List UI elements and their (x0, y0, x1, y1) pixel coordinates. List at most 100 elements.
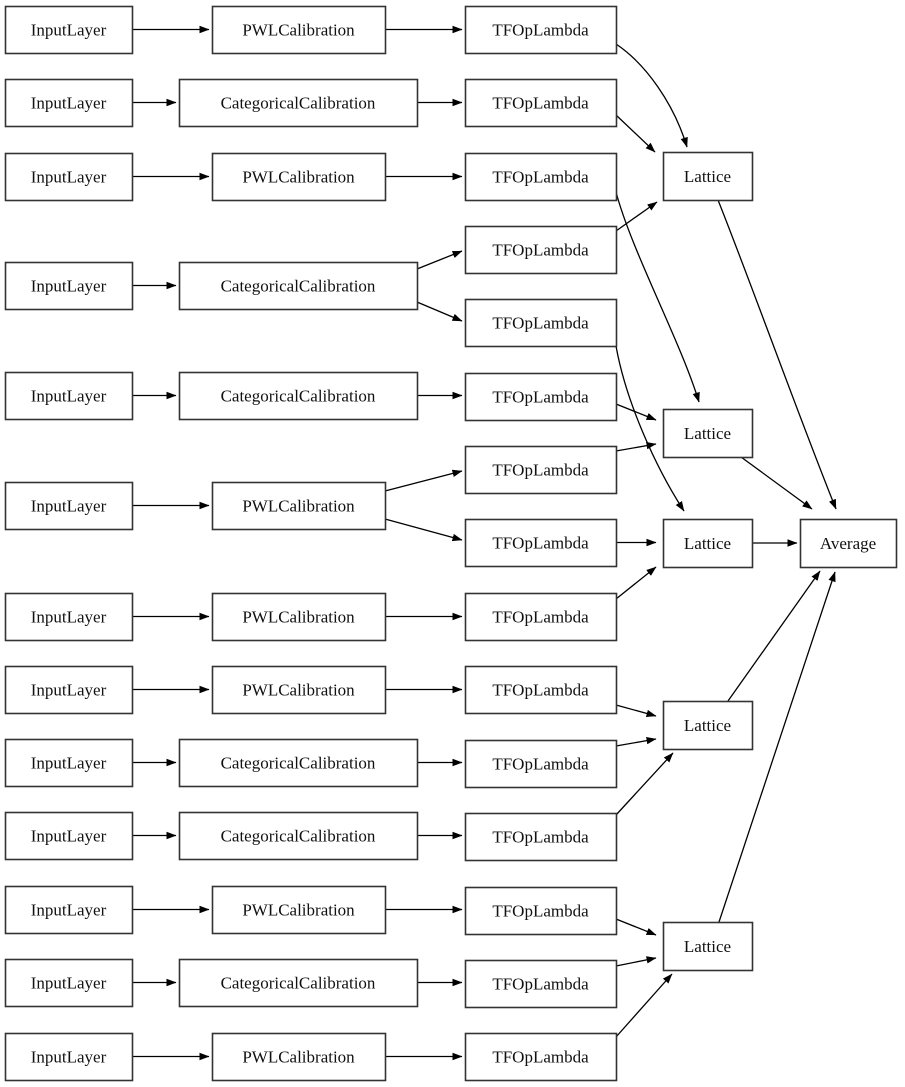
node-input-13: InputLayer (4, 1032, 134, 1082)
node-tfop-4a: TFOpLambda (464, 225, 618, 275)
node-box-tfop-4a (464, 225, 618, 275)
node-calib-2: CategoricalCalibration (178, 78, 419, 128)
node-label-lattice-4: Lattice (684, 716, 731, 735)
node-tfop-8: TFOpLambda (464, 665, 618, 715)
edge-tfop-1-to-lattice-1 (615, 43, 688, 148)
node-box-calib-6 (211, 481, 387, 531)
node-label-input-9: InputLayer (31, 754, 107, 773)
node-tfop-2: TFOpLambda (464, 78, 618, 128)
node-box-calib-8 (211, 665, 387, 715)
node-box-input-11 (4, 885, 134, 935)
node-label-tfop-8: TFOpLambda (492, 681, 589, 700)
node-label-calib-11: PWLCalibration (242, 901, 355, 920)
node-box-calib-13 (211, 1032, 387, 1082)
node-label-lattice-5: Lattice (684, 937, 731, 956)
node-calib-8: PWLCalibration (211, 665, 387, 715)
node-label-input-12: InputLayer (31, 974, 107, 993)
node-input-1: InputLayer (4, 5, 134, 55)
edge-tfop-9-to-lattice-4 (615, 736, 657, 747)
node-box-input-4 (4, 261, 134, 311)
edge-tfop-4a-to-lattice-1 (615, 201, 658, 232)
node-label-calib-3: PWLCalibration (242, 168, 355, 187)
node-box-calib-1 (211, 5, 387, 55)
node-lattice-1: Lattice (662, 151, 754, 202)
node-tfop-12: TFOpLambda (464, 959, 618, 1009)
node-tfop-1: TFOpLambda (464, 5, 618, 55)
node-tfop-10: TFOpLambda (464, 812, 618, 862)
node-input-12: InputLayer (4, 958, 134, 1008)
node-input-9: InputLayer (4, 738, 134, 788)
edge-tfop-13-to-lattice-5 (615, 973, 673, 1038)
node-box-input-13 (4, 1032, 134, 1082)
node-lattice-3: Lattice (662, 518, 754, 569)
node-input-3: InputLayer (4, 152, 134, 202)
node-box-tfop-11 (464, 886, 618, 936)
node-calib-4: CategoricalCalibration (178, 261, 419, 311)
node-label-tfop-6b: TFOpLambda (492, 534, 589, 553)
node-label-calib-7: PWLCalibration (242, 608, 355, 627)
edge-lattice-2-to-average (740, 456, 813, 510)
node-box-input-2 (4, 78, 134, 128)
node-box-tfop-9 (464, 739, 618, 789)
node-input-6: InputLayer (4, 481, 134, 531)
node-label-calib-6: PWLCalibration (242, 497, 355, 516)
node-box-calib-11 (211, 885, 387, 935)
node-label-tfop-5: TFOpLambda (492, 388, 589, 407)
edge-tfop-6a-to-lattice-2 (615, 441, 657, 452)
edge-tfop-11-to-lattice-5 (615, 918, 657, 936)
node-label-tfop-13: TFOpLambda (492, 1048, 589, 1067)
node-input-4: InputLayer (4, 261, 134, 311)
node-box-tfop-8 (464, 665, 618, 715)
node-calib-1: PWLCalibration (211, 5, 387, 55)
node-label-tfop-9: TFOpLambda (492, 755, 589, 774)
node-box-tfop-6a (464, 445, 618, 495)
node-box-tfop-6b (464, 518, 618, 568)
node-input-11: InputLayer (4, 885, 134, 935)
edge-calib-4-to-tfop-4b (416, 301, 463, 322)
node-box-lattice-5 (662, 921, 754, 972)
node-box-tfop-7 (464, 592, 618, 642)
node-calib-10: CategoricalCalibration (178, 811, 419, 861)
edge-tfop-8-to-lattice-4 (615, 704, 657, 718)
node-label-input-4: InputLayer (31, 277, 107, 296)
edge-lattice-4-to-average (727, 570, 821, 702)
node-label-tfop-1: TFOpLambda (492, 21, 589, 40)
node-tfop-4b: TFOpLambda (464, 298, 618, 348)
node-calib-9: CategoricalCalibration (178, 738, 419, 788)
node-calib-12: CategoricalCalibration (178, 958, 419, 1008)
node-label-lattice-3: Lattice (684, 534, 731, 553)
node-input-8: InputLayer (4, 665, 134, 715)
node-lattice-2: Lattice (662, 408, 754, 459)
node-box-input-5 (4, 371, 134, 421)
node-label-lattice-2: Lattice (684, 424, 731, 443)
node-box-calib-3 (211, 152, 387, 202)
node-label-lattice-1: Lattice (684, 167, 731, 186)
node-label-tfop-4a: TFOpLambda (492, 241, 589, 260)
node-box-lattice-2 (662, 408, 754, 459)
node-box-tfop-1 (464, 5, 618, 55)
node-box-tfop-5 (464, 372, 618, 422)
node-input-5: InputLayer (4, 371, 134, 421)
edge-tfop-12-to-lattice-5 (615, 956, 657, 967)
node-box-tfop-4b (464, 298, 618, 348)
node-label-input-8: InputLayer (31, 681, 107, 700)
node-label-calib-8: PWLCalibration (242, 681, 355, 700)
node-label-tfop-7: TFOpLambda (492, 608, 589, 627)
node-label-input-2: InputLayer (31, 94, 107, 113)
node-label-input-1: InputLayer (31, 21, 107, 40)
edge-tfop-2-to-lattice-1 (615, 114, 656, 153)
node-box-calib-4 (178, 261, 419, 311)
node-label-tfop-4b: TFOpLambda (492, 314, 589, 333)
node-box-tfop-13 (464, 1032, 618, 1082)
node-box-input-6 (4, 481, 134, 531)
node-box-lattice-4 (662, 700, 754, 751)
node-label-input-13: InputLayer (31, 1048, 107, 1067)
node-label-calib-2: CategoricalCalibration (221, 94, 376, 113)
node-calib-5: CategoricalCalibration (178, 371, 419, 421)
node-box-tfop-12 (464, 959, 618, 1009)
node-label-input-10: InputLayer (31, 827, 107, 846)
node-label-calib-12: CategoricalCalibration (221, 974, 376, 993)
node-tfop-6b: TFOpLambda (464, 518, 618, 568)
